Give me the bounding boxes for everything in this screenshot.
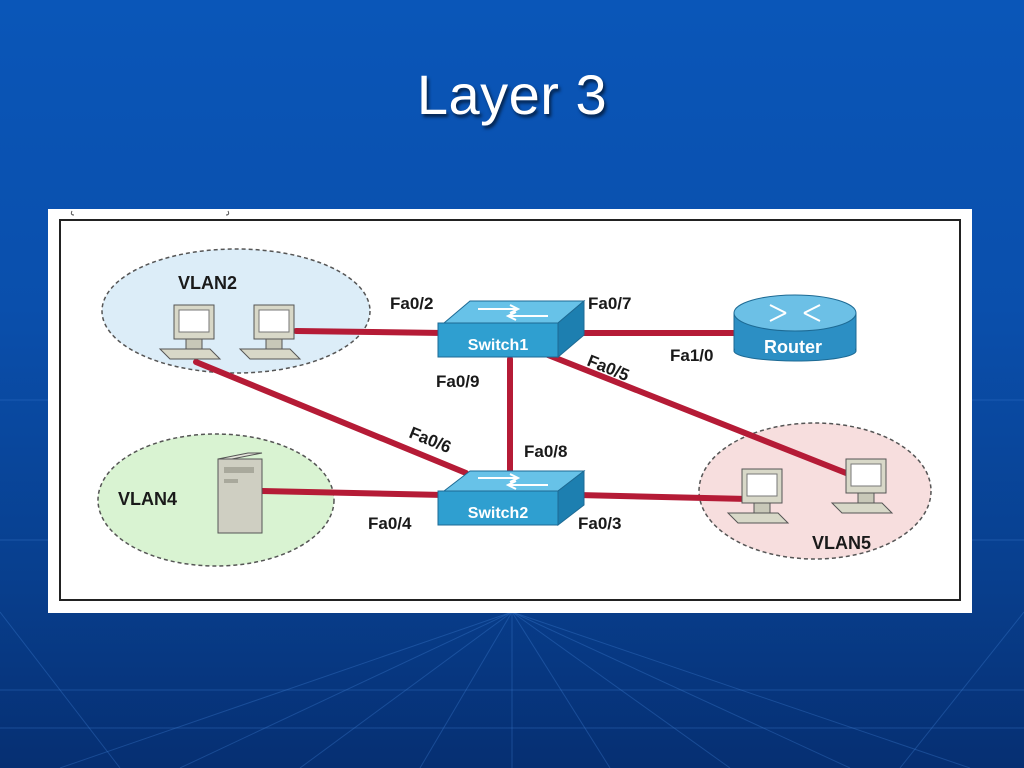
switch1-label: Switch1 [468, 337, 529, 354]
vlan2-zone [101, 248, 371, 374]
port-label-fa0-9: Fa0/9 [436, 372, 479, 391]
slide-title: Layer 3 [416, 63, 608, 126]
vlan5-pc-2 [830, 458, 894, 514]
switch2: Switch2 [437, 469, 586, 527]
switch2-label: Switch2 [468, 505, 529, 522]
port-label-fa0-4: Fa0/4 [368, 514, 412, 533]
links [193, 328, 849, 502]
network-diagram: Switch1 Switch2 Router [59, 210, 961, 601]
frame-fragment [70, 210, 230, 216]
link-vlan2-switch1 [293, 328, 447, 336]
switch1: Switch1 [437, 299, 586, 359]
port-label-fa0-8: Fa0/8 [524, 442, 567, 461]
link-switch1-vlan5 [545, 352, 849, 476]
vlan4-zone [97, 433, 335, 567]
link-vlan4-switch2 [259, 488, 447, 498]
port-label-fa0-7: Fa0/7 [588, 294, 631, 313]
link-switch2-vlan5 [575, 492, 751, 502]
vlan4-label: VLAN4 [118, 489, 177, 509]
vlan5-label: VLAN5 [812, 533, 871, 553]
vlan2-label: VLAN2 [178, 273, 237, 293]
router: Router [733, 294, 857, 362]
vlan4-server [217, 452, 263, 534]
vlan5-pc-1 [726, 468, 790, 524]
link-vlan2-switch2 [193, 359, 469, 476]
network-diagram-figure: Switch1 Switch2 Router [48, 209, 972, 613]
vlan5-zone [698, 422, 932, 560]
port-label-fa0-2: Fa0/2 [390, 294, 433, 313]
vlan2-pc-1 [158, 304, 222, 360]
port-label-fa1-0: Fa1/0 [670, 346, 713, 365]
diagram-frame [59, 219, 961, 601]
port-label-fa0-3: Fa0/3 [578, 514, 621, 533]
vlan2-pc-2 [238, 304, 302, 360]
router-label: Router [764, 337, 822, 357]
